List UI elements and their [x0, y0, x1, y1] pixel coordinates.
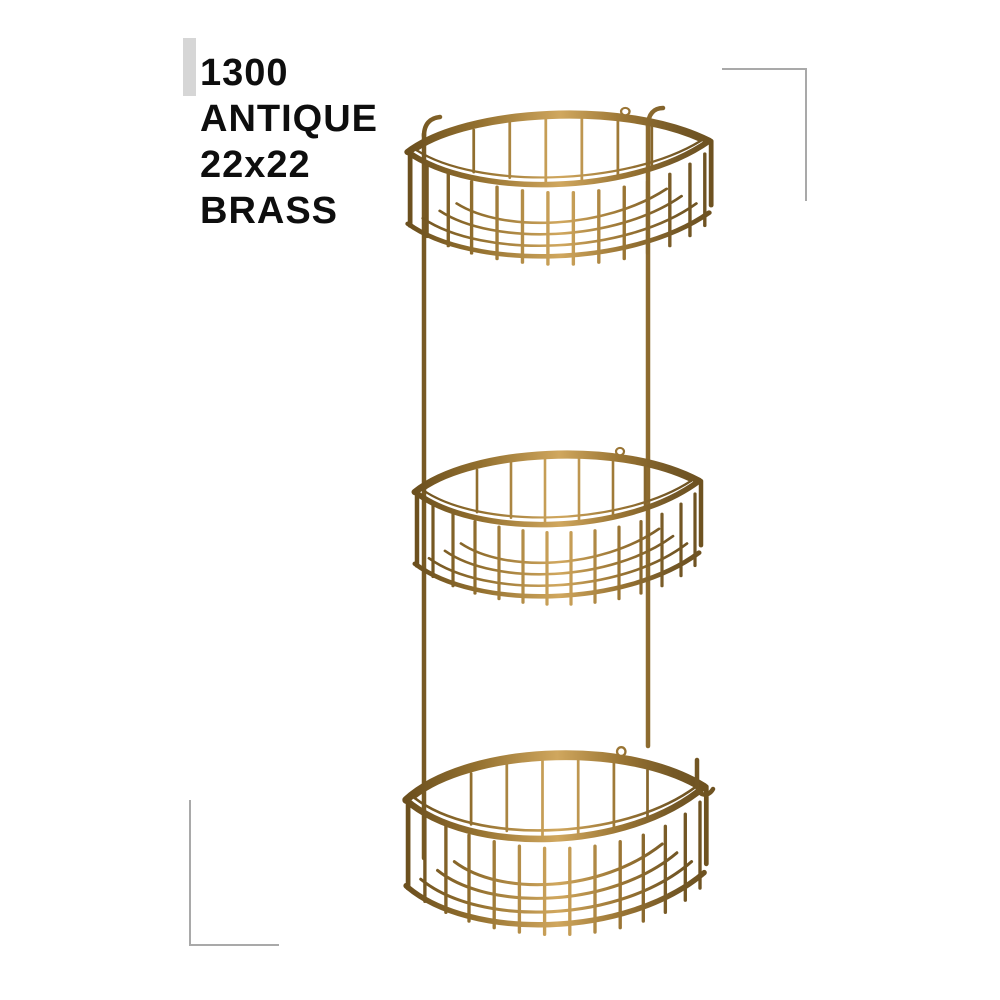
product-label-line-size: 22x22 [200, 144, 311, 186]
product-label-line-finish: ANTIQUE [200, 98, 378, 140]
crop-mark-line-vertical [189, 800, 191, 946]
crop-mark-line-vertical [805, 68, 807, 201]
basket-top [408, 108, 711, 264]
crop-mark-line-horizontal [189, 944, 279, 946]
product-label: 1300 ANTIQUE 22x22 BRASS [200, 50, 378, 234]
basket-middle [415, 448, 701, 604]
crop-mark-line-horizontal [722, 68, 807, 70]
product-label-line-model: 1300 [200, 52, 289, 94]
product-label-line-material: BRASS [200, 190, 339, 232]
towel-hook [694, 757, 716, 797]
gray-accent-bar [183, 38, 196, 96]
basket-bottom [406, 747, 706, 934]
